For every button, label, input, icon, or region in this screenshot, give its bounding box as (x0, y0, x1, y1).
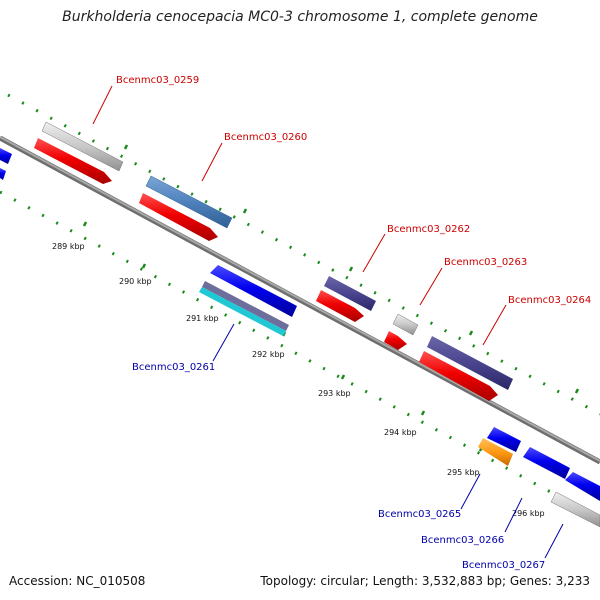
kbp-label-296: 296 kbp (512, 509, 545, 518)
gene-0261-cyan-block (199, 287, 286, 336)
gene-0265-orange-block (478, 438, 513, 466)
forward-strand-genes (0, 121, 513, 401)
map-title: Burkholderia cenocepacia MC0-3 chromosom… (62, 9, 538, 25)
gene-labels: Bcenmc03_0259 Bcenmc03_0260 Bcenmc03_026… (116, 75, 591, 571)
gene-0259-arrow (34, 138, 112, 184)
gene-0264-similar-block (427, 336, 513, 390)
chromosome-backbone (0, 135, 600, 465)
gene-0267-arrow (565, 472, 600, 501)
kbp-label-292: 292 kbp (252, 350, 285, 359)
gene-0267-similar-block (550, 491, 600, 528)
gene-0263-arrow (384, 331, 407, 350)
gene-0264-arrow (419, 351, 498, 401)
label-leader-lines (92, 85, 564, 559)
outer-scale-line (7, 93, 600, 416)
gene-0259-similar-block (41, 121, 124, 172)
kbp-labels: 289 kbp 290 kbp 291 kbp 292 kbp 293 kbp … (52, 242, 545, 518)
gene-0262-similar-block (324, 276, 376, 311)
kbp-label-295: 295 kbp (447, 468, 480, 477)
gene-label-0266: Bcenmc03_0266 (421, 535, 504, 546)
kbp-label-293: 293 kbp (318, 389, 351, 398)
gene-label-0263: Bcenmc03_0263 (444, 257, 527, 268)
reverse-strand-genes (0, 168, 600, 528)
gene-0262-arrow (316, 290, 364, 322)
gene-label-0264: Bcenmc03_0264 (508, 295, 591, 306)
gene-0263-similar-block (392, 313, 419, 336)
gene-label-0265: Bcenmc03_0265 (378, 509, 461, 520)
topology-label: Topology: circular; Length: 3,532,883 bp… (260, 574, 590, 588)
gene-0265-arrow (487, 427, 521, 452)
inner-scale-line (0, 190, 600, 521)
kbp-label-290: 290 kbp (119, 277, 152, 286)
kbp-label-289: 289 kbp (52, 242, 85, 251)
accession-label: Accession: NC_010508 (9, 574, 146, 588)
gene-label-0267: Bcenmc03_0267 (462, 560, 545, 571)
gene-0261-arrow (210, 265, 297, 317)
kbp-label-291: 291 kbp (186, 314, 219, 323)
gene-label-0260: Bcenmc03_0260 (224, 132, 307, 143)
gene-0260-arrow (139, 193, 218, 241)
gene-0261-similar-block (202, 281, 289, 331)
gene-label-0259: Bcenmc03_0259 (116, 75, 199, 86)
gene-0266-arrow (523, 447, 570, 479)
gene-label-0261: Bcenmc03_0261 (132, 362, 215, 373)
gene-label-0262: Bcenmc03_0262 (387, 224, 470, 235)
kbp-label-294: 294 kbp (384, 428, 417, 437)
gene-left-offscreen-block (0, 168, 6, 180)
gene-left-offscreen-arrow (0, 148, 12, 164)
gene-0260-similar-block (145, 175, 233, 229)
